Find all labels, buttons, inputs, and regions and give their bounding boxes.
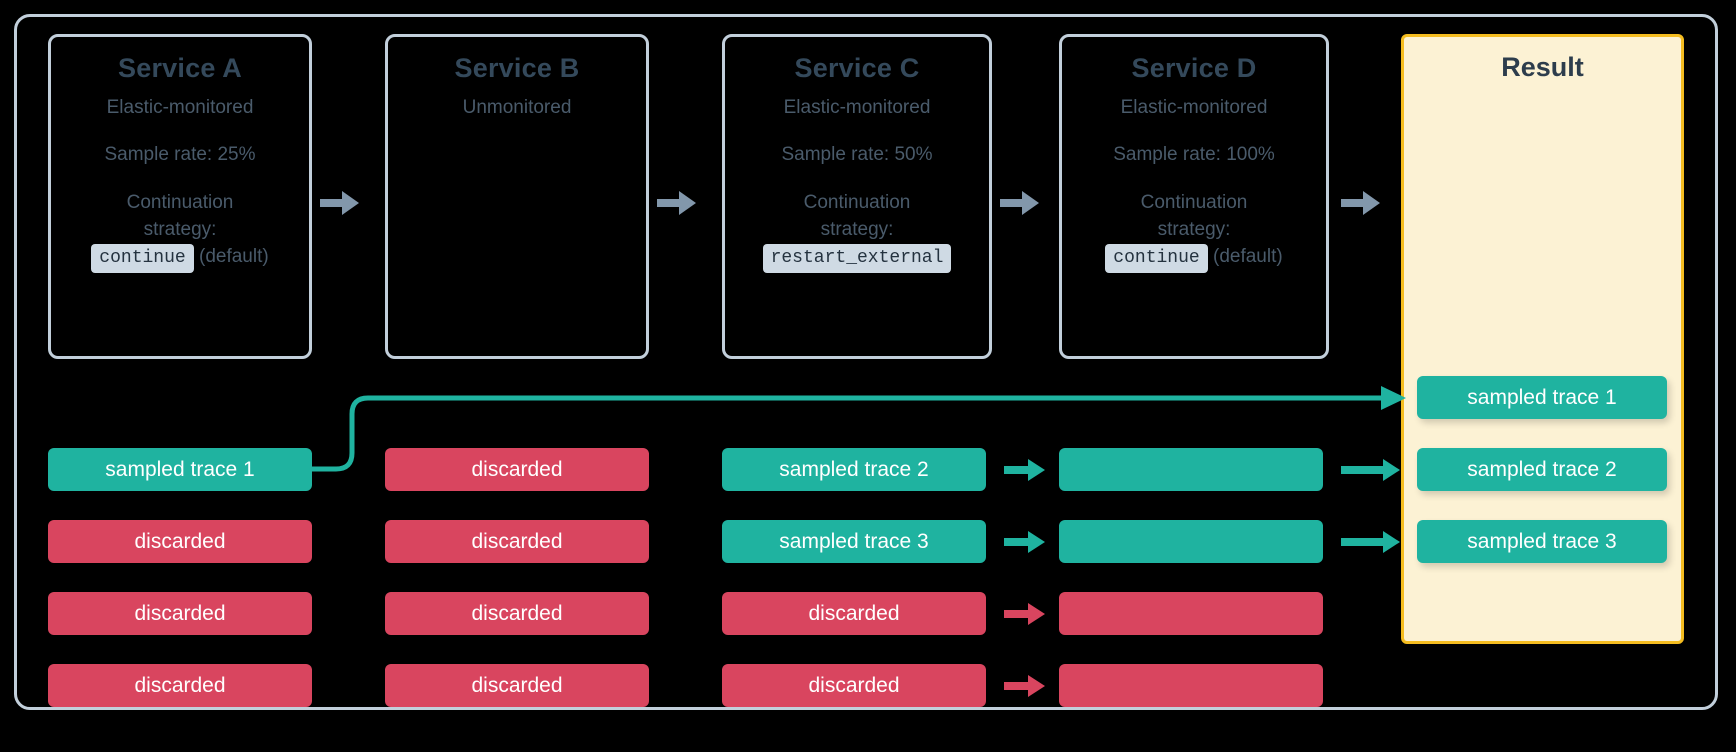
service-c-title: Service C bbox=[794, 53, 920, 83]
service-c-strategy-label-1: Continuation bbox=[803, 192, 911, 213]
trace-bar-a-1: sampled trace 1 bbox=[48, 448, 312, 491]
trace-bar-a-3: discarded bbox=[48, 592, 312, 635]
result-bar-2: sampled trace 2 bbox=[1417, 448, 1667, 491]
service-d-monitoring: Elastic-monitored bbox=[1120, 97, 1268, 118]
service-box-b: Service B Unmonitored bbox=[385, 34, 649, 359]
service-a-strategy-row: continue (default) bbox=[61, 243, 299, 273]
trace-bar-d-2 bbox=[1059, 520, 1323, 563]
result-panel-title: Result bbox=[1501, 52, 1584, 82]
service-box-a: Service A Elastic-monitored Sample rate:… bbox=[48, 34, 312, 359]
trace-bar-b-4: discarded bbox=[385, 664, 649, 707]
service-c-sample-rate: Sample rate: 50% bbox=[781, 144, 933, 165]
trace-bar-c-1: sampled trace 2 bbox=[722, 448, 986, 491]
arrow-d1-to-result2-icon bbox=[1341, 458, 1400, 482]
service-c-strategy-value: restart_external bbox=[762, 244, 952, 273]
service-c-strategy-label-2: strategy: bbox=[820, 219, 894, 240]
service-d-strategy-suffix: (default) bbox=[1213, 246, 1283, 267]
arrow-d2-to-result3-icon bbox=[1341, 530, 1400, 554]
trace-bar-d-4 bbox=[1059, 664, 1323, 707]
result-bar-1: sampled trace 1 bbox=[1417, 376, 1667, 419]
trace-bar-c-2: sampled trace 3 bbox=[722, 520, 986, 563]
service-d-title: Service D bbox=[1131, 53, 1257, 83]
result-bar-3: sampled trace 3 bbox=[1417, 520, 1667, 563]
service-a-sample-rate: Sample rate: 25% bbox=[104, 144, 256, 165]
service-d-strategy-label-1: Continuation bbox=[1140, 192, 1248, 213]
service-b-title: Service B bbox=[454, 53, 580, 83]
trace-bar-c-4: discarded bbox=[722, 664, 986, 707]
arrow-c1-to-d1-icon bbox=[1004, 458, 1046, 482]
service-d-strategy-row: continue (default) bbox=[1072, 243, 1316, 273]
service-a-strategy-label-1: Continuation bbox=[126, 192, 234, 213]
service-b-monitoring: Unmonitored bbox=[462, 97, 572, 118]
trace-bar-d-3 bbox=[1059, 592, 1323, 635]
trace-bar-b-1: discarded bbox=[385, 448, 649, 491]
arrow-c4-to-d4-icon bbox=[1004, 674, 1046, 698]
trace-bar-b-2: discarded bbox=[385, 520, 649, 563]
service-a-title: Service A bbox=[118, 53, 242, 83]
arrow-service-b-to-c-icon bbox=[657, 190, 697, 216]
service-c-monitoring: Elastic-monitored bbox=[783, 97, 931, 118]
trace-bar-d-1 bbox=[1059, 448, 1323, 491]
service-a-strategy-label-2: strategy: bbox=[143, 219, 217, 240]
service-d-strategy-value: continue bbox=[1105, 244, 1208, 273]
service-box-d: Service D Elastic-monitored Sample rate:… bbox=[1059, 34, 1329, 359]
arrow-service-c-to-d-icon bbox=[1000, 190, 1040, 216]
arrow-c2-to-d2-icon bbox=[1004, 530, 1046, 554]
service-d-strategy-label-2: strategy: bbox=[1157, 219, 1231, 240]
service-box-c: Service C Elastic-monitored Sample rate:… bbox=[722, 34, 992, 359]
trace-bar-a-2: discarded bbox=[48, 520, 312, 563]
service-a-monitoring: Elastic-monitored bbox=[106, 97, 254, 118]
service-d-sample-rate: Sample rate: 100% bbox=[1113, 144, 1275, 165]
service-c-strategy-row: restart_external bbox=[735, 243, 979, 273]
trace-bar-c-3: discarded bbox=[722, 592, 986, 635]
arrow-service-a-to-b-icon bbox=[320, 190, 360, 216]
trace-bar-a-4: discarded bbox=[48, 664, 312, 707]
service-a-strategy-suffix: (default) bbox=[199, 246, 269, 267]
service-a-strategy-value: continue bbox=[91, 244, 194, 273]
trace-bar-b-3: discarded bbox=[385, 592, 649, 635]
arrow-c3-to-d3-icon bbox=[1004, 602, 1046, 626]
arrow-service-d-to-result-icon bbox=[1341, 190, 1381, 216]
